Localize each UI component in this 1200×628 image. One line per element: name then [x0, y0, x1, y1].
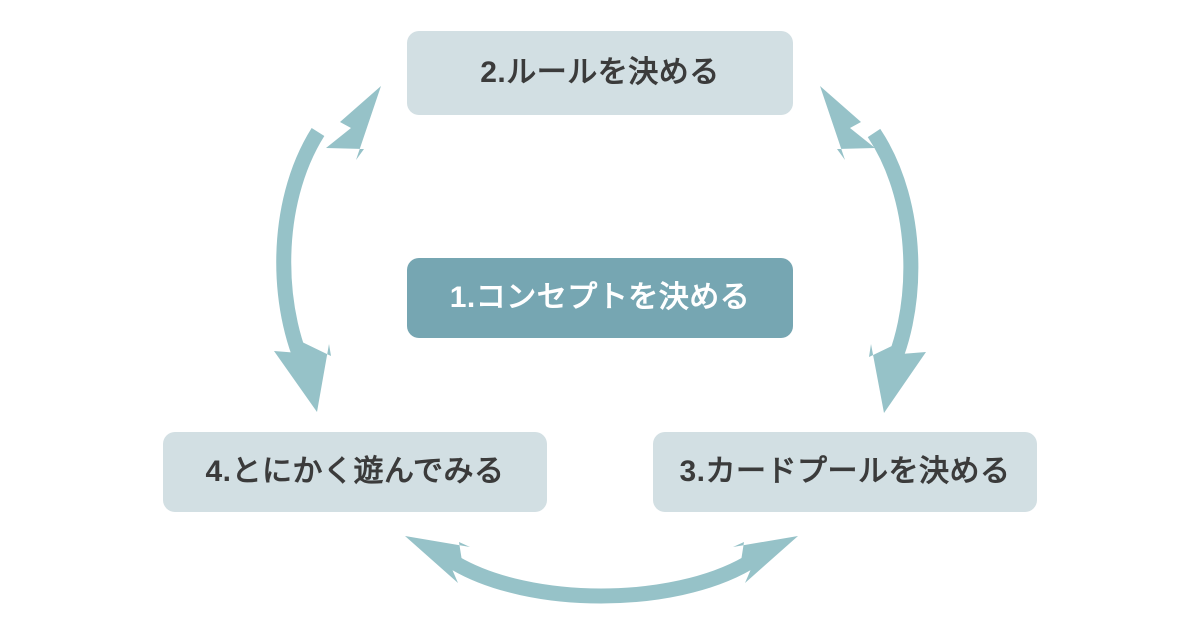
node-step-2-label: 2.ルールを決める [480, 56, 720, 89]
arrow-left-bidirectional [274, 86, 381, 412]
node-step-4[interactable]: 4.とにかく遊んでみる [163, 432, 547, 512]
node-step-2[interactable]: 2.ルールを決める [407, 31, 793, 115]
node-step-3[interactable]: 3.カードプールを決める [653, 432, 1037, 512]
node-center-1-label: 1.コンセプトを決める [449, 281, 751, 314]
arrow-bottom-bidirectional [405, 536, 798, 604]
arrow-right-bidirectional [820, 86, 926, 413]
node-step-4-label: 4.とにかく遊んでみる [205, 455, 505, 488]
node-step-3-label: 3.カードプールを決める [679, 455, 1011, 488]
node-center-1[interactable]: 1.コンセプトを決める [407, 258, 793, 338]
